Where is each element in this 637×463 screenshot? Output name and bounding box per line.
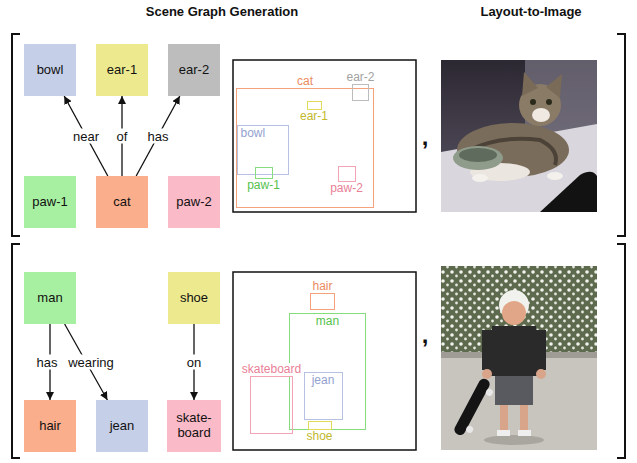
leg bbox=[500, 402, 508, 432]
graph-node: paw-1 bbox=[24, 176, 76, 228]
graph-node: man bbox=[24, 272, 76, 324]
bounding-box: paw-1 bbox=[255, 167, 273, 179]
box-label: paw-1 bbox=[246, 179, 281, 192]
face bbox=[502, 301, 526, 325]
box-label: hair bbox=[311, 280, 333, 293]
relation-label: near bbox=[71, 129, 101, 144]
node-label: shoe bbox=[180, 291, 208, 306]
relation-label: on bbox=[185, 355, 203, 370]
shorts bbox=[495, 372, 533, 405]
graph-node: paw-2 bbox=[168, 176, 220, 228]
comma-separator: , bbox=[422, 124, 429, 150]
cat-eye bbox=[530, 99, 536, 105]
layout-frame bbox=[233, 272, 416, 450]
node-label: bowl bbox=[37, 63, 64, 78]
cat-photo bbox=[441, 60, 597, 212]
box-label: man bbox=[315, 315, 340, 328]
graph-node: ear-1 bbox=[96, 44, 148, 96]
skateboard bbox=[453, 377, 498, 440]
hand bbox=[482, 369, 492, 379]
wheel bbox=[465, 425, 474, 434]
graph-node: bowl bbox=[24, 44, 76, 96]
graph-node: shoe bbox=[168, 272, 220, 324]
box-label: paw-2 bbox=[329, 182, 364, 195]
relation-arrow bbox=[136, 96, 180, 176]
box-label: skateboard bbox=[241, 363, 302, 376]
node-label: skate-board bbox=[170, 411, 218, 441]
graph-node: hair bbox=[24, 400, 76, 452]
relation-label: has bbox=[35, 355, 60, 370]
graph-node: cat bbox=[96, 176, 148, 228]
box-label: bowl bbox=[240, 127, 267, 140]
bounding-box: skateboard bbox=[250, 376, 293, 434]
shirt bbox=[490, 326, 540, 376]
hand bbox=[536, 369, 546, 379]
node-label: cat bbox=[113, 195, 130, 210]
leg bbox=[520, 402, 528, 432]
bowl bbox=[453, 146, 503, 170]
cat-ear bbox=[546, 74, 562, 98]
bounding-box: jean bbox=[304, 372, 343, 420]
bounding-box: ear-1 bbox=[307, 101, 322, 110]
skateboard-deck bbox=[453, 377, 492, 437]
left-bracket bbox=[12, 244, 20, 458]
bowl-inside bbox=[459, 148, 497, 162]
bounding-box: shoe bbox=[308, 421, 332, 430]
right-bracket bbox=[617, 34, 625, 236]
graph-node: jean bbox=[96, 400, 148, 452]
skater-photo bbox=[441, 266, 597, 450]
relation-label: of bbox=[115, 129, 130, 144]
graph-node: ear-2 bbox=[168, 44, 220, 96]
box-label: jean bbox=[311, 374, 336, 387]
box-label: cat bbox=[296, 75, 314, 88]
cat-eye bbox=[546, 99, 552, 105]
shoe bbox=[497, 430, 510, 436]
relation-label: wearing bbox=[66, 355, 116, 370]
column-heading: Layout-to-Image bbox=[480, 4, 581, 20]
photo-background bbox=[441, 60, 597, 212]
right-bracket bbox=[617, 244, 625, 458]
node-label: paw-2 bbox=[176, 195, 211, 210]
left-bracket bbox=[12, 34, 20, 236]
relation-arrow bbox=[64, 96, 108, 176]
box-label: ear-1 bbox=[299, 110, 329, 123]
node-label: ear-1 bbox=[107, 63, 137, 78]
node-label: paw-1 bbox=[32, 195, 67, 210]
photo-table bbox=[441, 124, 597, 212]
cat-ear bbox=[522, 72, 538, 96]
black-armrest bbox=[540, 172, 597, 212]
comma-separator: , bbox=[422, 322, 429, 348]
node-label: jean bbox=[110, 419, 135, 434]
box-label: shoe bbox=[305, 430, 333, 443]
graph-node: skate-board bbox=[167, 400, 221, 452]
wheel bbox=[485, 388, 494, 397]
bounding-box: ear-2 bbox=[352, 84, 369, 101]
relation-label: has bbox=[146, 129, 171, 144]
bounding-box: hair bbox=[310, 293, 335, 310]
node-label: hair bbox=[39, 419, 61, 434]
sleeve-arm bbox=[536, 330, 546, 370]
cat-muzzle bbox=[532, 108, 550, 122]
node-label: ear-2 bbox=[179, 63, 209, 78]
cat-paw bbox=[472, 174, 488, 182]
node-label: man bbox=[37, 291, 62, 306]
cat-paw bbox=[547, 172, 563, 180]
shadow bbox=[484, 435, 544, 445]
bounding-box: paw-2 bbox=[338, 166, 356, 182]
box-label: ear-2 bbox=[345, 71, 375, 84]
layout-frame bbox=[233, 60, 416, 212]
shoe bbox=[518, 430, 531, 436]
column-heading: Scene Graph Generation bbox=[146, 4, 298, 20]
sleeve-arm bbox=[482, 330, 492, 370]
bounding-box: catear-1bowlpaw-1paw-2 bbox=[236, 88, 374, 208]
